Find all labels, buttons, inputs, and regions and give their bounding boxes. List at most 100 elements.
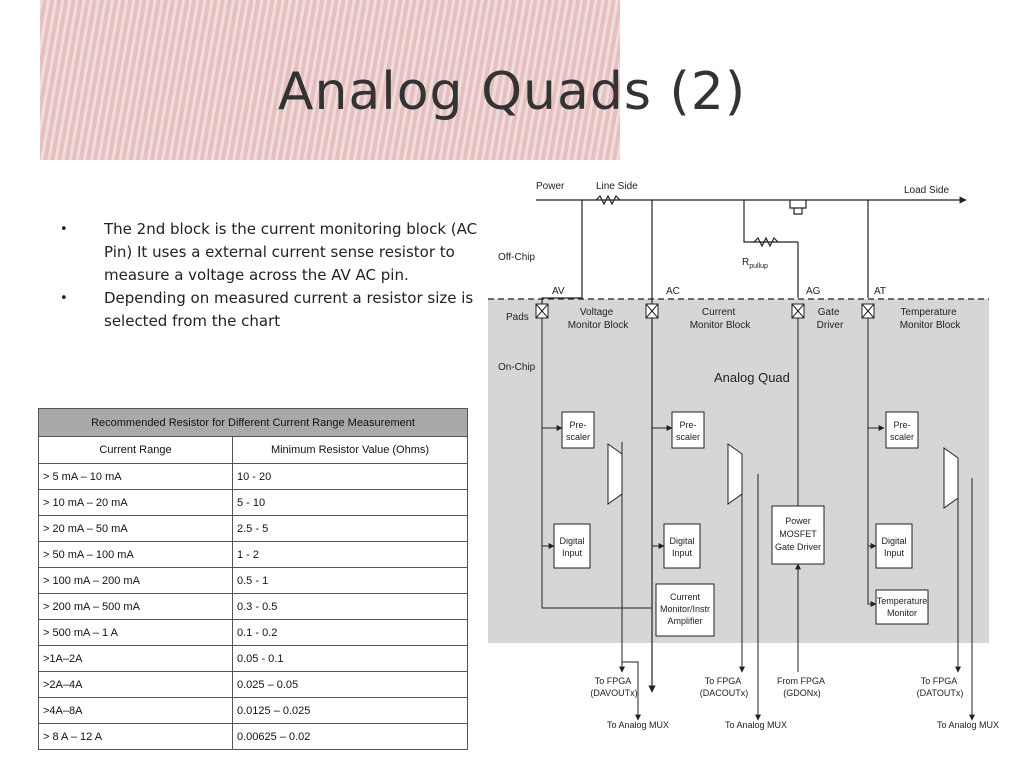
digital-input-label: Digital	[559, 536, 584, 546]
dacout-line: To FPGA	[705, 676, 742, 686]
resistor-table: Recommended Resistor for Different Curre…	[38, 408, 468, 750]
current-monitor-line: Monitor Block	[690, 320, 752, 331]
voltage-monitor-line: Monitor Block	[568, 320, 630, 331]
line-side-resistor	[595, 194, 621, 206]
gate-driver-line: Gate	[818, 307, 840, 318]
mux-temperature	[943, 447, 959, 509]
gate-driver-line: Driver	[817, 320, 844, 331]
datout-line: (DATOUTx)	[917, 688, 964, 698]
pin-at-label: AT	[874, 286, 886, 297]
voltage-monitor-line: Voltage	[580, 307, 614, 318]
resistor-value-cell: 0.3 - 0.5	[232, 593, 468, 620]
resistor-value-cell: 10 - 20	[232, 463, 468, 490]
dacout-line: (DACOUTx)	[700, 688, 749, 698]
current-amp-label: Amplifier	[667, 616, 702, 626]
temperature-monitor-line: Temperature	[901, 307, 958, 318]
temp-monitor-label: Monitor	[887, 608, 917, 618]
at-internal-wire	[867, 318, 877, 607]
digital-input-label: Input	[884, 548, 905, 558]
pad-ac	[645, 303, 659, 319]
current-monitor-line: Current	[702, 307, 736, 318]
digital-input-current: Digital Input	[663, 523, 701, 569]
current-range-cell: >2A–4A	[38, 671, 233, 698]
pads-label: Pads	[506, 312, 529, 323]
current-range-cell: > 8 A – 12 A	[38, 723, 233, 750]
current-range-cell: > 20 mA – 50 mA	[38, 515, 233, 542]
digital-input-label: Input	[672, 548, 693, 558]
prescaler-label: Pre-	[569, 420, 586, 430]
digital-input-label: Input	[562, 548, 583, 558]
resistor-value-cell: 1 - 2	[232, 541, 468, 568]
off-chip-label: Off-Chip	[498, 252, 535, 263]
analog-mux-label-3: To Analog MUX	[937, 720, 999, 730]
prescaler-label: scaler	[676, 432, 700, 442]
voltage-monitor-label: Voltage Monitor Block	[568, 307, 630, 331]
mosfet-label: Power	[785, 516, 811, 526]
temp-monitor-label: Temperature	[877, 596, 928, 606]
load-side-label: Load Side	[904, 185, 949, 196]
prescaler-temperature: Pre- scaler	[885, 411, 919, 449]
rpullup-sub-label: pullup	[749, 263, 768, 270]
prescaler-label: scaler	[566, 432, 590, 442]
analog-mux-label-1: To Analog MUX	[607, 720, 669, 730]
current-amplifier-box: Current Monitor/Instr Amplifier	[655, 583, 715, 637]
mosfet-label: Gate Driver	[775, 542, 821, 552]
pad-av	[535, 303, 549, 319]
datout-line: To FPGA	[921, 676, 958, 686]
line-side-label: Line Side	[596, 181, 638, 192]
digital-input-voltage: Digital Input	[553, 523, 591, 569]
current-range-cell: > 10 mA – 20 mA	[38, 489, 233, 516]
temperature-monitor-label: Temperature Monitor Block	[900, 307, 962, 331]
bullet-dot-icon: •	[60, 291, 68, 306]
digital-input-label: Digital	[669, 536, 694, 546]
current-range-cell: > 5 mA – 10 mA	[38, 463, 233, 490]
resistor-value-cell: 2.5 - 5	[232, 515, 468, 542]
bullet-list: • The 2nd block is the current monitorin…	[60, 218, 480, 333]
pad-ag	[791, 303, 805, 319]
digital-input-temperature: Digital Input	[875, 523, 913, 569]
gdon-label: From FPGA (GDONx)	[777, 676, 827, 698]
temperature-monitor-line: Monitor Block	[900, 320, 962, 331]
svg-text:Rpullup: Rpullup	[742, 257, 768, 270]
bullet-dot-icon: •	[60, 222, 68, 237]
slide-title: Analog Quads (2)	[277, 62, 747, 122]
mux-current	[727, 443, 743, 505]
prescaler-label: Pre-	[893, 420, 910, 430]
davout-line: (DAVOUTx)	[590, 688, 637, 698]
davout-line: To FPGA	[595, 676, 632, 686]
current-range-cell: >1A–2A	[38, 645, 233, 672]
av-internal-wire	[541, 318, 652, 609]
gdon-line: From FPGA	[777, 676, 825, 686]
on-chip-label: On-Chip	[498, 362, 536, 373]
resistor-value-cell: 5 - 10	[232, 489, 468, 516]
digital-input-label: Digital	[881, 536, 906, 546]
bullet-text: Depending on measured current a resistor…	[104, 289, 474, 330]
pullup-resistor	[753, 236, 779, 248]
current-monitor-label: Current Monitor Block	[690, 307, 752, 331]
table-header-min-resistor: Minimum Resistor Value (Ohms)	[232, 436, 468, 464]
current-amp-label: Monitor/Instr	[660, 604, 710, 614]
pad-at	[861, 303, 875, 319]
bullet-text: The 2nd block is the current monitoring …	[104, 220, 478, 284]
resistor-value-cell: 0.0125 – 0.025	[232, 697, 468, 724]
gdon-line: (GDONx)	[783, 688, 821, 698]
dacout-label: To FPGA (DACOUTx)	[700, 676, 749, 698]
pullup-wire	[743, 200, 798, 243]
current-amp-label: Current	[670, 592, 701, 602]
pin-ac-label: AC	[666, 286, 680, 297]
table-caption: Recommended Resistor for Different Curre…	[38, 408, 468, 437]
bullet-item: • Depending on measured current a resist…	[60, 287, 480, 333]
title-banner	[40, 0, 620, 160]
bullet-item: • The 2nd block is the current monitorin…	[60, 218, 480, 287]
current-range-cell: > 100 mA – 200 mA	[38, 567, 233, 594]
temperature-monitor-box: Temperature Monitor	[875, 589, 929, 625]
